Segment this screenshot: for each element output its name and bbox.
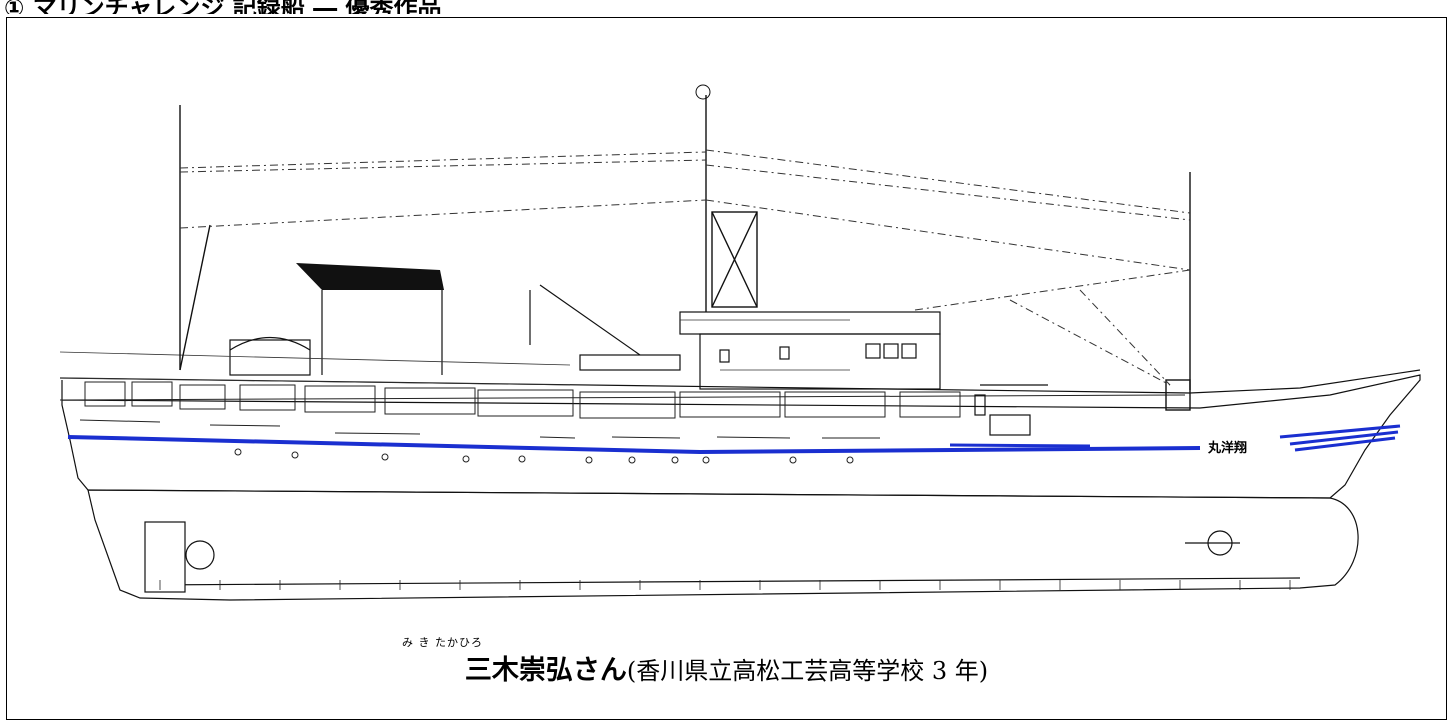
- scale-ticks: [159, 580, 1291, 590]
- hull-stripes: [67, 424, 1401, 455]
- lower-hull: [87, 489, 1359, 601]
- author-affiliation: (香川県立高松工芸高等学校 3 年): [626, 657, 989, 685]
- keel-scale-line: [144, 577, 1301, 586]
- propeller: [185, 540, 215, 570]
- header-title: ① マリンチャレンジ 記録船 ― 優秀作品: [4, 0, 442, 14]
- author-name: 三木崇弘さん: [464, 655, 627, 686]
- superstructure: [229, 290, 941, 390]
- caption: 三木崇弘さん(香川県立高松工芸高等学校 3 年): [0, 648, 1453, 687]
- name-ruby: み き たかひろ: [402, 636, 483, 649]
- hull-name-label: 丸洋翔: [1207, 440, 1247, 456]
- crane: [529, 284, 1048, 436]
- drawing-frame: [6, 17, 1447, 720]
- header-strip: ① マリンチャレンジ 記録船 ― 優秀作品: [0, 0, 1453, 14]
- rudder: [144, 521, 186, 593]
- rigging: [179, 149, 1191, 386]
- sheer-line: [59, 369, 1421, 394]
- upper-hull: [61, 374, 1421, 499]
- funnel-top: [296, 263, 444, 290]
- masts: [179, 95, 1191, 411]
